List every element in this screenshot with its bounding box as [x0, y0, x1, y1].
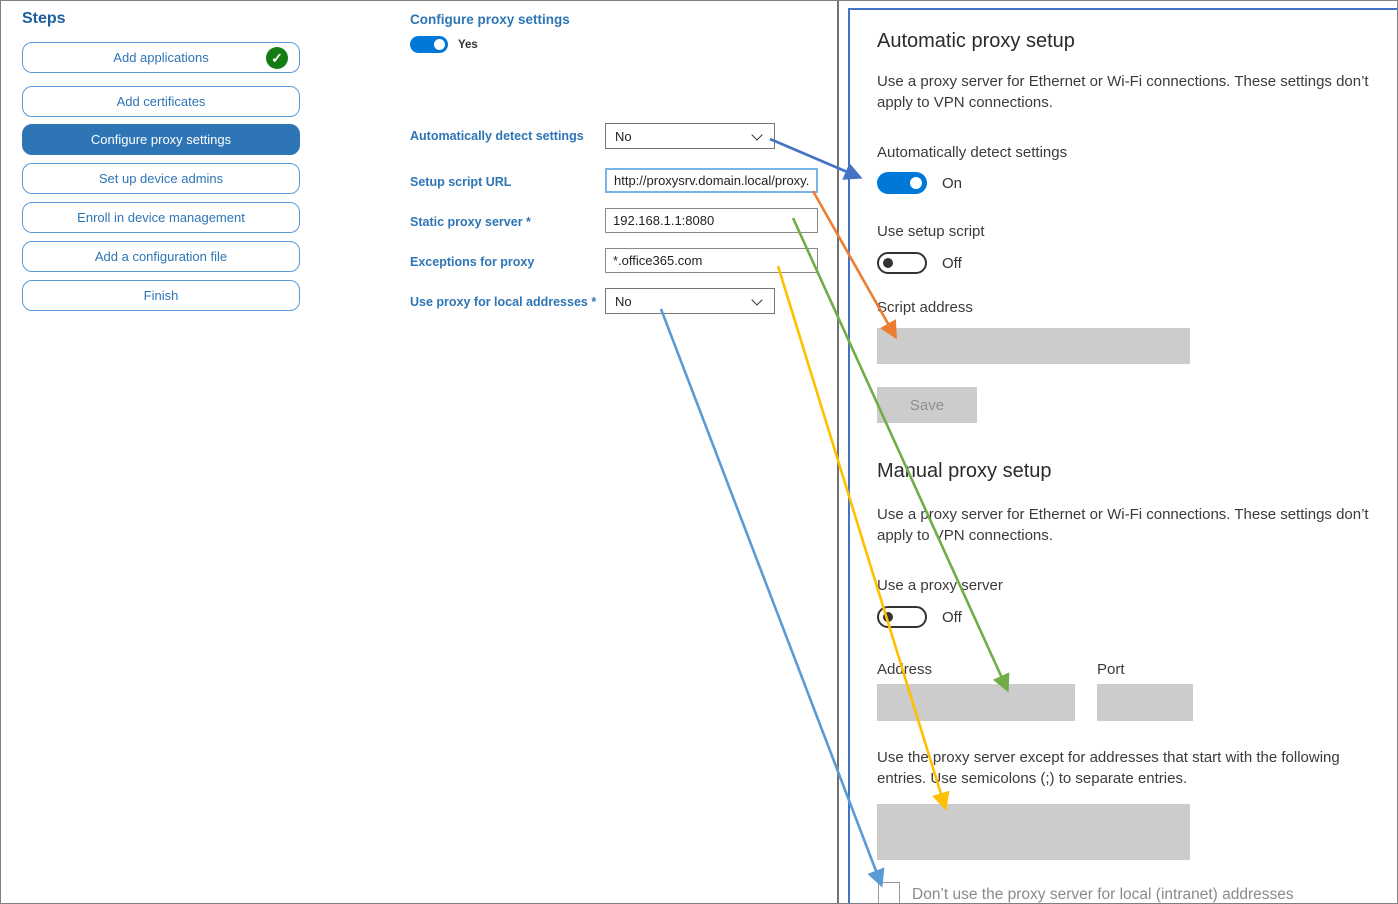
step-label: Enroll in device management	[77, 210, 245, 225]
toggle-knob	[434, 39, 445, 50]
step-label: Add a configuration file	[94, 249, 228, 264]
auto-detect-settings-panel-label: Automatically detect settings	[877, 144, 1068, 161]
address-input[interactable]	[877, 684, 1075, 721]
toggle-knob	[883, 612, 893, 622]
toggle-knob	[910, 177, 922, 189]
auto-detect-settings-label: Automatically detect settings	[410, 129, 584, 143]
intranet-addresses-checkbox-label: Don’t use the proxy server for local (in…	[912, 886, 1294, 903]
proxy-exceptions-textarea[interactable]	[877, 804, 1190, 860]
use-proxy-local-addresses-label: Use proxy for local addresses *	[410, 295, 597, 309]
use-a-proxy-server-toggle-state: Off	[942, 609, 962, 626]
port-label: Port	[1097, 661, 1125, 678]
selected-value: No	[615, 128, 632, 144]
sidebar-item-set-up-device-admins[interactable]: Set up device admins	[22, 163, 300, 194]
setup-script-url-label: Setup script URL	[410, 175, 512, 189]
step-label: Configure proxy settings	[90, 132, 232, 147]
chevron-down-icon	[751, 294, 763, 306]
manual-proxy-description: Use a proxy server for Ethernet or Wi-Fi…	[877, 506, 1369, 544]
script-address-label: Script address	[877, 299, 973, 316]
page-title: Configure proxy settings	[410, 12, 570, 27]
configure-proxy-toggle-state: Yes	[458, 39, 478, 51]
auto-detect-settings-select[interactable]: No	[605, 123, 775, 149]
toggle-knob	[883, 258, 893, 268]
intranet-addresses-checkbox[interactable]	[878, 882, 900, 904]
use-proxy-local-addresses-select[interactable]: No	[605, 288, 775, 314]
sidebar-item-enroll-in-device-management[interactable]: Enroll in device management	[22, 202, 300, 233]
vertical-divider	[837, 0, 839, 904]
sidebar-item-add-certificates[interactable]: Add certificates	[22, 86, 300, 117]
setup-script-url-input[interactable]	[605, 168, 818, 193]
proxy-exceptions-description: Use the proxy server except for addresse…	[877, 749, 1340, 787]
use-a-proxy-server-toggle[interactable]	[877, 606, 927, 628]
check-circle-icon: ✓	[266, 47, 288, 69]
static-proxy-server-label: Static proxy server *	[410, 215, 531, 229]
exceptions-for-proxy-input[interactable]	[605, 248, 818, 273]
automatic-proxy-setup-heading: Automatic proxy setup	[877, 30, 1075, 52]
use-a-proxy-server-label: Use a proxy server	[877, 577, 1003, 594]
step-label: Add applications	[113, 50, 209, 65]
port-input[interactable]	[1097, 684, 1193, 721]
auto-detect-settings-toggle[interactable]	[877, 172, 927, 194]
sidebar-item-add-a-configuration-file[interactable]: Add a configuration file	[22, 241, 300, 272]
save-button[interactable]: Save	[877, 387, 977, 423]
selected-value: No	[615, 293, 632, 309]
automatic-proxy-description: Use a proxy server for Ethernet or Wi-Fi…	[877, 73, 1369, 111]
windows-proxy-settings-panel: Automatic proxy setup Use a proxy server…	[848, 8, 1398, 904]
configure-proxy-toggle[interactable]	[410, 36, 448, 53]
chevron-down-icon	[751, 129, 763, 141]
step-label: Add certificates	[116, 94, 206, 109]
sidebar-item-add-applications[interactable]: Add applications ✓	[22, 42, 300, 73]
exceptions-for-proxy-label: Exceptions for proxy	[410, 255, 535, 269]
steps-title: Steps	[22, 10, 66, 27]
auto-detect-settings-toggle-state: On	[942, 175, 963, 192]
address-label: Address	[877, 661, 933, 678]
static-proxy-server-input[interactable]	[605, 208, 818, 233]
sidebar-item-finish[interactable]: Finish	[22, 280, 300, 311]
step-label: Set up device admins	[98, 171, 224, 186]
script-address-input[interactable]	[877, 328, 1190, 364]
sidebar-item-configure-proxy-settings[interactable]: Configure proxy settings	[22, 124, 300, 155]
use-setup-script-toggle-state: Off	[942, 255, 962, 272]
manual-proxy-setup-heading: Manual proxy setup	[877, 460, 1052, 482]
step-label: Finish	[143, 288, 179, 303]
use-setup-script-toggle[interactable]	[877, 252, 927, 274]
use-setup-script-label: Use setup script	[877, 223, 985, 240]
